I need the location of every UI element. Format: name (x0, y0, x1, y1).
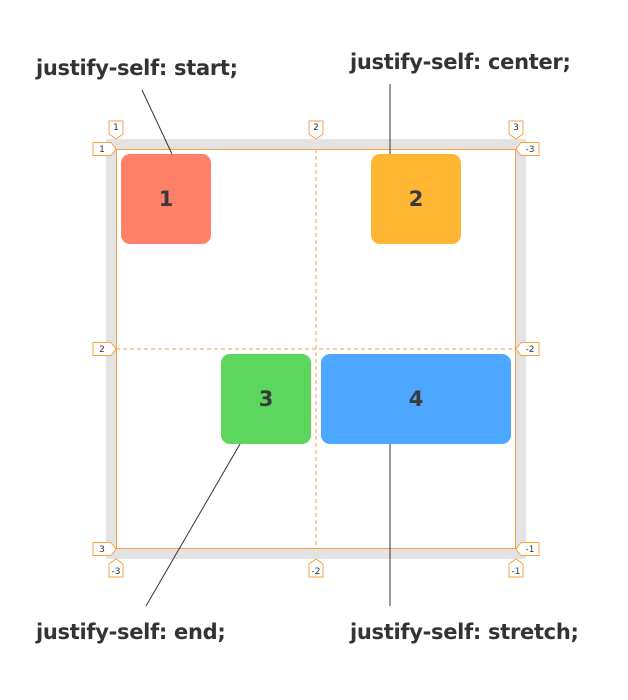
grid-item-3: 3 (221, 354, 311, 444)
svg-text:-1: -1 (526, 545, 535, 555)
svg-text:2: 2 (99, 345, 105, 355)
svg-text:2: 2 (313, 123, 319, 133)
label-justify-self-end: justify-self: end; (36, 620, 226, 644)
svg-text:1: 1 (113, 123, 119, 133)
svg-text:-1: -1 (512, 567, 521, 577)
grid-line-tag-bottom-2: -2 (308, 558, 324, 578)
svg-text:-3: -3 (112, 567, 121, 577)
label-justify-self-center: justify-self: center; (350, 50, 571, 74)
svg-text:3: 3 (99, 545, 105, 555)
svg-text:3: 3 (513, 123, 519, 133)
svg-text:1: 1 (99, 145, 105, 155)
grid-line-tag-bottom-3: -1 (508, 558, 524, 578)
grid-item-4: 4 (321, 354, 511, 444)
svg-text:-2: -2 (526, 345, 535, 355)
grid-line-tag-top-2: 2 (308, 120, 324, 140)
grid-item-2: 2 (371, 154, 461, 244)
grid-item-1: 1 (121, 154, 211, 244)
grid-line-tag-top-1: 1 (108, 120, 124, 140)
svg-text:-3: -3 (526, 145, 535, 155)
svg-text:-2: -2 (312, 567, 321, 577)
grid-line-tag-bottom-1: -3 (108, 558, 124, 578)
label-justify-self-stretch: justify-self: stretch; (350, 620, 579, 644)
grid-line-tag-top-3: 3 (508, 120, 524, 140)
label-justify-self-start: justify-self: start; (36, 56, 238, 80)
